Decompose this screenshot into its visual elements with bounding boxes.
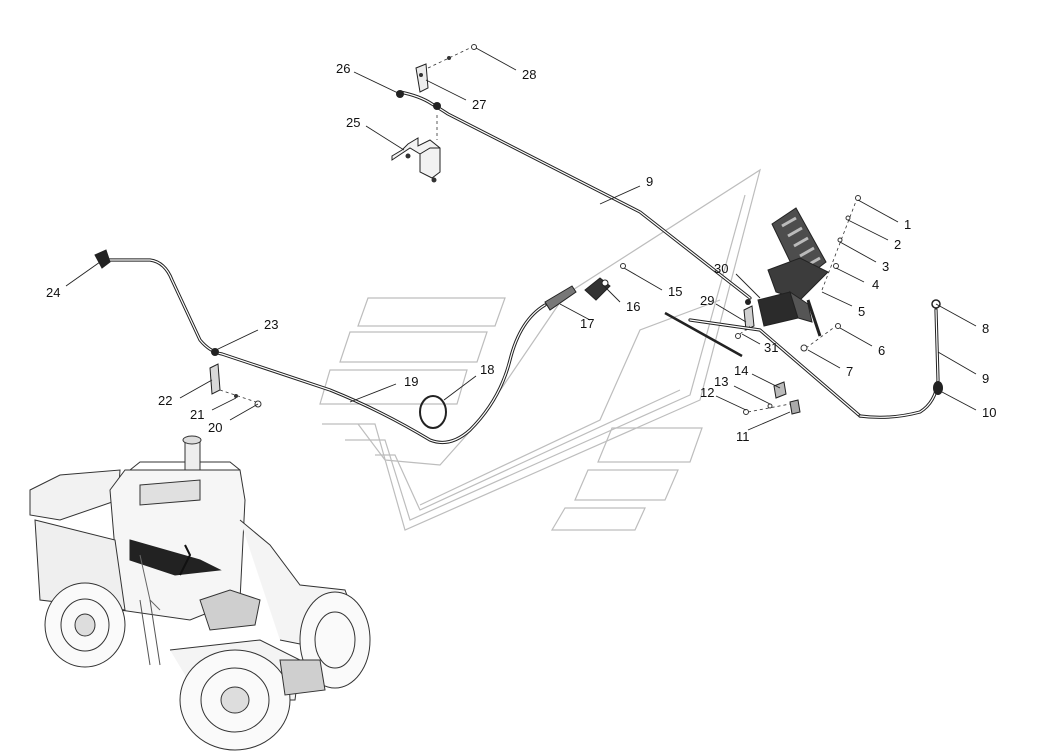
lower-throttle-cable	[94, 249, 626, 444]
tractor-illustration-icon	[29, 435, 371, 751]
callout-9-upper: 9	[646, 174, 653, 189]
callout-4: 4	[872, 277, 879, 292]
callout-7: 7	[846, 364, 853, 379]
fastener-set-icon	[743, 381, 801, 415]
callout-23: 23	[264, 317, 278, 332]
cable-clip-icon	[415, 44, 477, 93]
callout-31: 31	[764, 340, 778, 355]
accelerator-pedal-icon	[735, 195, 861, 352]
callout-16: 16	[626, 299, 640, 314]
callout-26: 26	[336, 61, 350, 76]
callout-28: 28	[522, 67, 536, 82]
callout-12: 12	[700, 385, 714, 400]
callout-27: 27	[472, 97, 486, 112]
callout-29: 29	[700, 293, 714, 308]
callout-22: 22	[158, 393, 172, 408]
callout-6: 6	[878, 343, 885, 358]
callout-9-right: 9	[982, 371, 989, 386]
callout-30: 30	[714, 261, 728, 276]
callout-8: 8	[982, 321, 989, 336]
callout-17: 17	[580, 316, 594, 331]
upper-throttle-cable	[396, 90, 752, 300]
callout-11: 11	[736, 429, 750, 444]
callout-3: 3	[882, 259, 889, 274]
callout-13: 13	[714, 374, 728, 389]
kirovets-logo-icon	[319, 168, 761, 531]
callout-2: 2	[894, 237, 901, 252]
leader-lines	[65, 47, 977, 431]
pedal-rod	[664, 299, 943, 419]
callout-14: 14	[734, 363, 748, 378]
callout-5: 5	[858, 304, 865, 319]
callout-25: 25	[346, 115, 360, 130]
callout-18: 18	[480, 362, 494, 377]
callout-10: 10	[982, 405, 996, 420]
mounting-bracket-icon	[391, 115, 441, 183]
callout-19: 19	[404, 374, 418, 389]
callout-labels: 1 2 3 4 5 6 7 8 9 9 10 11 12 13 14 15 16…	[46, 61, 996, 444]
callout-24: 24	[46, 285, 60, 300]
callout-20: 20	[208, 420, 222, 435]
callout-15: 15	[668, 284, 682, 299]
callout-1: 1	[904, 217, 911, 232]
cable-clamp-icon	[209, 348, 262, 408]
callout-21: 21	[190, 407, 204, 422]
